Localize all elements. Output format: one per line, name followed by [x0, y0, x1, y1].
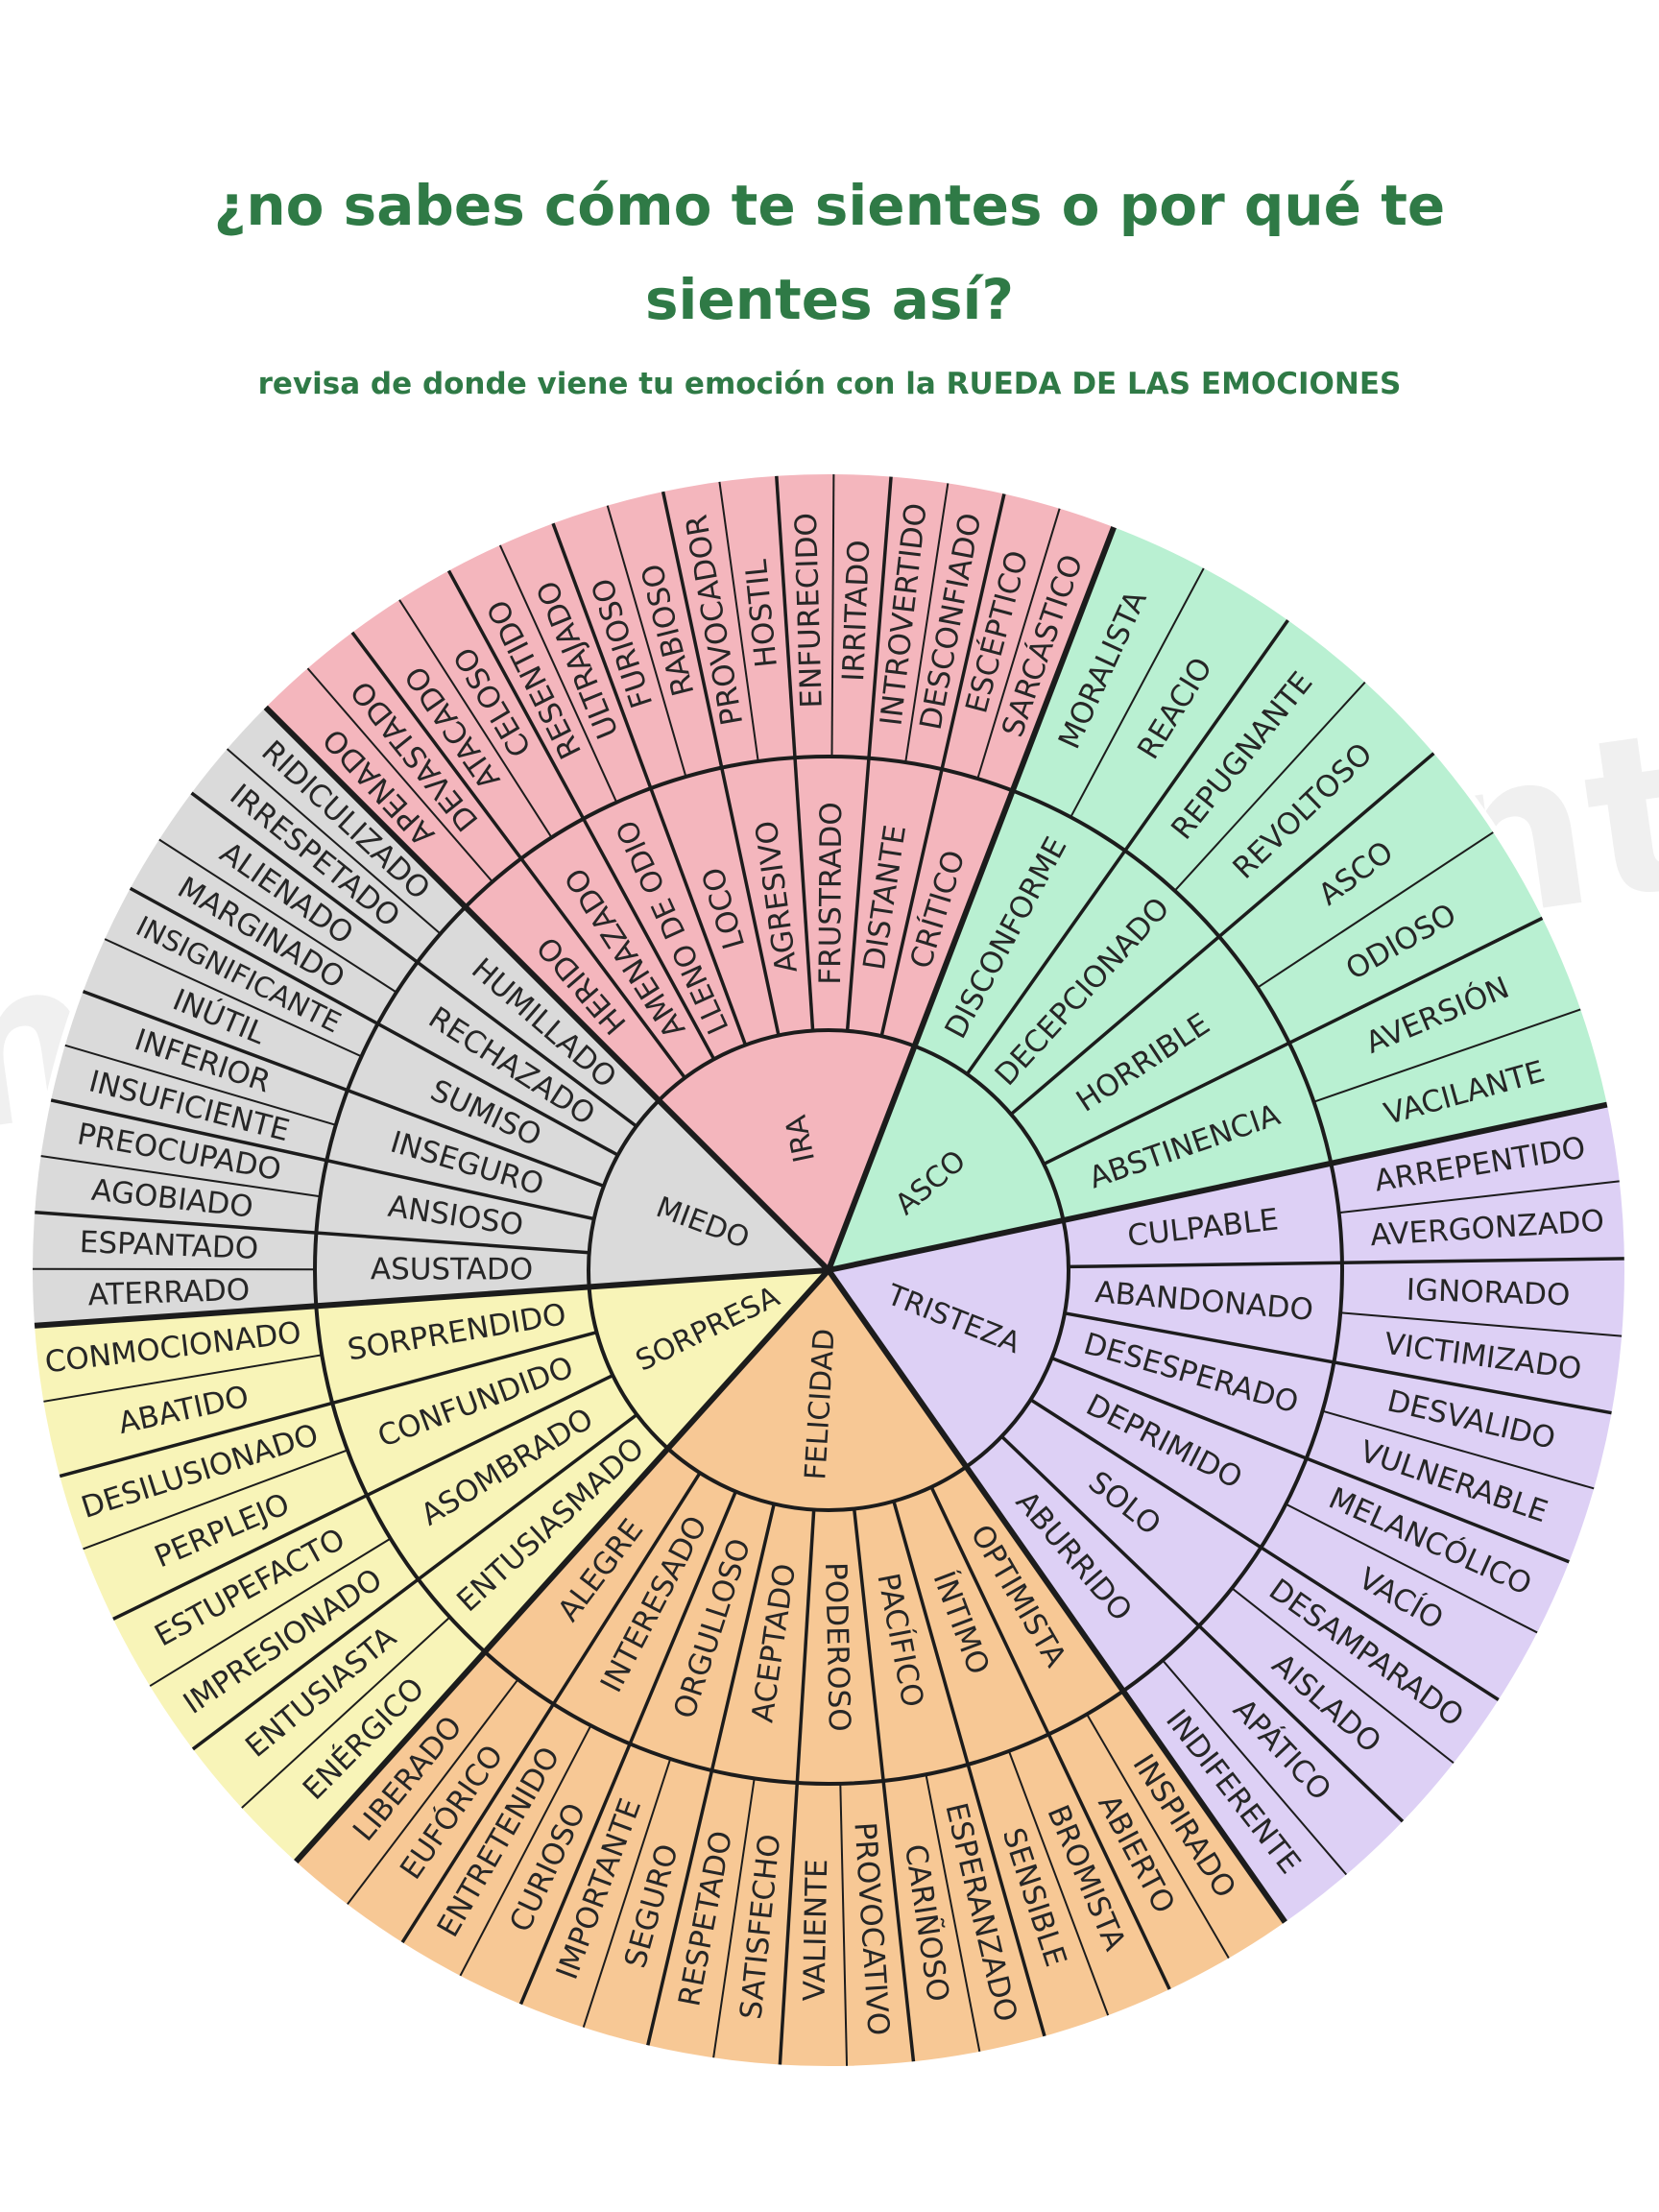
- inner-ring-line: [587, 1028, 1070, 1512]
- sub-divider-line: [1009, 750, 1437, 1116]
- sector-tristeza-fill: [829, 1104, 1627, 1925]
- sub-divider-line: [32, 1210, 589, 1255]
- sector-asco-fill: [829, 524, 1610, 1270]
- outer-divider-line: [1257, 830, 1497, 989]
- sector-divider-line: [826, 523, 1118, 1272]
- outer-divider-line: [304, 665, 493, 883]
- sub-divider-line: [56, 1331, 597, 1479]
- sub-divider-line: [661, 488, 781, 1036]
- sub-divider-line: [929, 1486, 1173, 1993]
- outer-divider-line: [497, 541, 618, 804]
- outer-divider-line: [1086, 1713, 1232, 1961]
- sector-ira-fill: [263, 471, 1116, 1270]
- outer-divider-line: [1162, 1659, 1350, 1878]
- sector-felicidad-fill: [294, 1270, 1287, 2069]
- outer-divider-line: [1007, 1750, 1111, 2019]
- outer-divider-line: [1313, 1007, 1584, 1103]
- outer-divider-line: [976, 505, 1062, 780]
- sub-divider-line: [845, 473, 894, 1031]
- tertiary-emotion: ENFURECIDO: [789, 513, 830, 709]
- outer-divider-line: [830, 470, 835, 757]
- sector-divider-line: [31, 1267, 830, 1329]
- outer-divider-line: [1340, 1311, 1625, 1337]
- outer-divider-line: [718, 478, 759, 762]
- page-title: ¿no sabes cómo te sientes o por qué te s…: [213, 173, 1446, 332]
- outer-divider-line: [458, 1724, 592, 1980]
- secondary-emotion: ASUSTADO: [371, 1252, 533, 1286]
- outer-divider-line: [345, 1678, 519, 1908]
- sub-divider-line: [80, 988, 605, 1189]
- outer-divider-line: [397, 596, 553, 838]
- wheel-outer-edge: [27, 469, 1630, 2072]
- outer-divider-line: [156, 837, 397, 994]
- outer-divider-line: [37, 1154, 321, 1198]
- outer-divider-line: [925, 1774, 981, 2056]
- outer-divider-line: [1070, 565, 1207, 818]
- tertiary-emotion: VALIENTE: [797, 1859, 834, 2002]
- sub-divider-line: [852, 1508, 916, 2065]
- sub-divider-line: [517, 1490, 737, 2008]
- outer-divider-line: [1285, 1503, 1541, 1635]
- sub-divider-line: [1043, 915, 1546, 1166]
- sector-divider-line: [292, 1267, 831, 1866]
- outer-divider-line: [711, 1778, 756, 2061]
- page-subtitle: revisa de donde viene tu emoción con la …: [257, 367, 1402, 401]
- outer-divider-line: [80, 1449, 349, 1551]
- sub-divider-line: [1068, 1257, 1627, 1269]
- tertiary-emotion: ESPANTADO: [79, 1225, 259, 1266]
- outer-divider-line: [839, 1783, 849, 2069]
- sector-divider-line: [828, 1101, 1611, 1273]
- sector-divider-line: [261, 703, 831, 1273]
- outer-divider-line: [581, 1758, 672, 2031]
- secondary-emotion: PODEROSO: [818, 1562, 856, 1732]
- tertiary-emotion: IRRITADO: [836, 540, 877, 683]
- sub-divider-line: [1000, 1434, 1407, 1825]
- sub-divider-line: [188, 789, 637, 1128]
- tertiary-emotion: IGNORADO: [1406, 1273, 1571, 1313]
- sub-divider-line: [189, 1413, 638, 1753]
- sub-divider-line: [1029, 1398, 1503, 1703]
- sector-divider-line: [826, 1268, 1289, 1927]
- sub-divider-line: [109, 1374, 614, 1623]
- outer-divider-line: [40, 1354, 323, 1404]
- sub-divider-line: [399, 1472, 702, 1946]
- outer-divider-line: [1231, 1587, 1457, 1766]
- sub-divider-line: [879, 491, 1007, 1037]
- outer-divider-line: [61, 1043, 337, 1126]
- outer-divider-line: [605, 502, 687, 778]
- sub-divider-line: [550, 519, 748, 1046]
- middle-ring-line: [313, 755, 1344, 1786]
- outer-divider-line: [904, 480, 950, 763]
- sub-divider-line: [965, 616, 1291, 1075]
- sub-divider-line: [47, 1097, 595, 1221]
- sub-divider-line: [349, 629, 686, 1079]
- sub-divider-line: [445, 566, 716, 1061]
- sector-miedo-fill: [29, 705, 830, 1326]
- sub-divider-line: [774, 472, 815, 1031]
- secondary-emotion: FRUSTRADO: [813, 802, 849, 985]
- tertiary-emotion: ATERRADO: [87, 1273, 251, 1313]
- outer-divider-line: [101, 936, 362, 1058]
- outer-divider-line: [1338, 1180, 1623, 1214]
- sub-divider-line: [127, 885, 619, 1157]
- outer-divider-line: [224, 746, 442, 935]
- outer-divider-line: [1173, 679, 1368, 892]
- outer-divider-line: [1322, 1409, 1598, 1491]
- sub-divider-line: [778, 1509, 816, 2068]
- outer-divider-line: [147, 1537, 392, 1689]
- sub-divider-line: [645, 1503, 776, 2049]
- outer-divider-line: [238, 1616, 451, 1811]
- sub-divider-line: [1064, 1311, 1615, 1415]
- sub-divider-line: [1050, 1356, 1573, 1565]
- sub-divider-line: [892, 1501, 1047, 2040]
